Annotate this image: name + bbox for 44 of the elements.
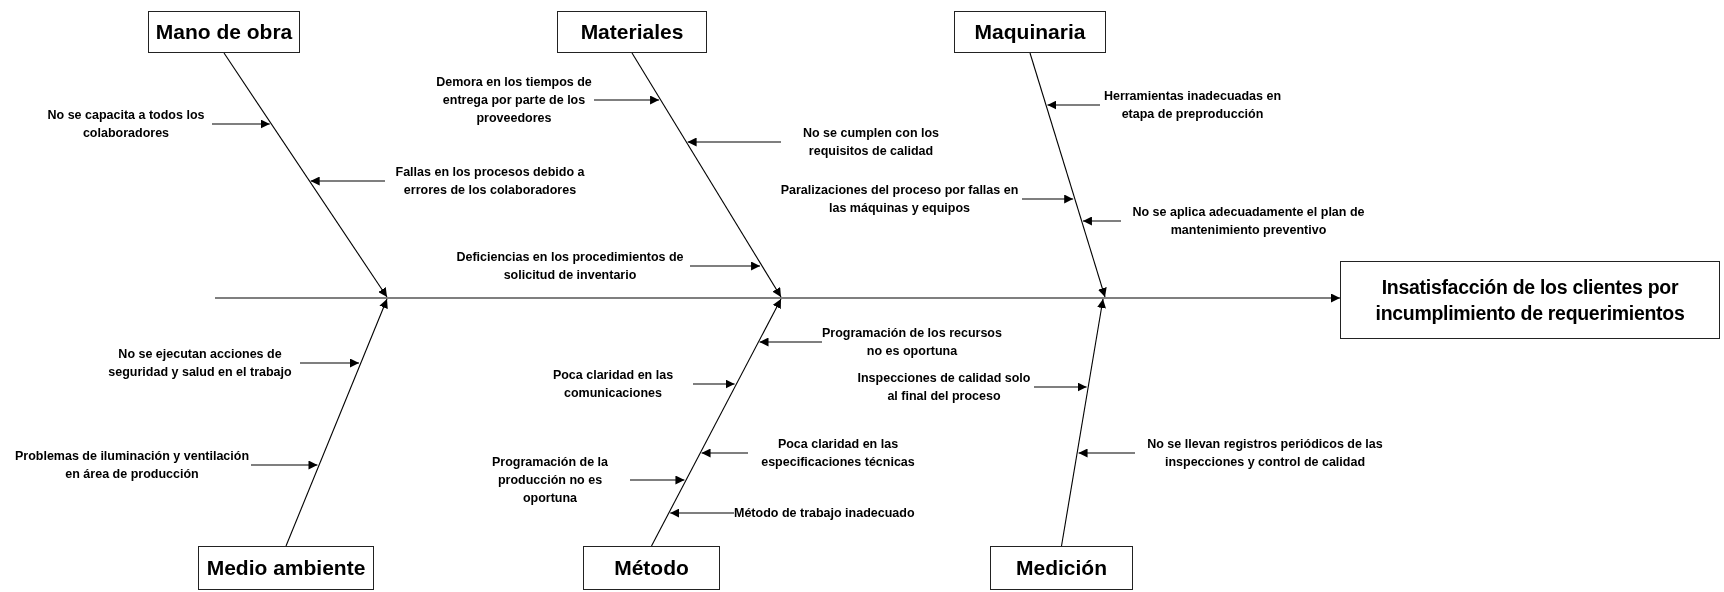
category-box: Medio ambiente bbox=[198, 546, 374, 590]
arrow bbox=[1082, 216, 1122, 226]
arrow bbox=[758, 337, 823, 347]
cause-text: Método de trabajo inadecuado bbox=[734, 503, 915, 523]
arrow bbox=[310, 176, 386, 186]
cause-text: Paralizaciones del proceso por fallas en las máquinas y equipos bbox=[777, 180, 1022, 218]
arrow bbox=[299, 358, 360, 368]
cause-text: No se aplica adecuadamente el plan de mantenimiento preventivo bbox=[1121, 202, 1376, 240]
cause-text: No se llevan registros periódicos de las inspecciones y control de calidad bbox=[1135, 434, 1395, 472]
arrow bbox=[593, 95, 660, 105]
arrow bbox=[211, 119, 271, 129]
cause-text: Programación de los recursos no es oportuna bbox=[822, 323, 1002, 361]
arrow bbox=[250, 460, 319, 470]
cause-text: Programación de la producción no es oportuna bbox=[470, 452, 630, 508]
spine-arrow bbox=[214, 293, 1341, 303]
arrow bbox=[1033, 382, 1088, 392]
category-box: Método bbox=[583, 546, 720, 590]
cause-text: Poca claridad en las especificaciones técnicas bbox=[748, 434, 928, 472]
cause-text: Deficiencias en los procedimientos de solicitud de inventario bbox=[450, 247, 690, 285]
cause-text: Herramientas inadecuadas en etapa de preproducción bbox=[1100, 86, 1285, 124]
category-box: Medición bbox=[990, 546, 1133, 590]
bone-arrow bbox=[223, 52, 388, 298]
cause-text: Demora en los tiempos de entrega por parte de los proveedores bbox=[434, 72, 594, 128]
cause-text: Fallas en los procesos debido a errores de los colaboradores bbox=[385, 162, 595, 200]
bone-arrow bbox=[1060, 298, 1106, 547]
arrow bbox=[1021, 194, 1074, 204]
arrow bbox=[701, 448, 749, 458]
cause-text: No se cumplen con los requisitos de calidad bbox=[781, 123, 961, 161]
category-box: Maquinaria bbox=[954, 11, 1106, 53]
cause-text: Problemas de iluminación y ventilación en área de producción bbox=[13, 446, 251, 484]
category-box: Mano de obra bbox=[148, 11, 300, 53]
cause-text: Poca claridad en las comunicaciones bbox=[533, 365, 693, 403]
arrow bbox=[692, 379, 736, 389]
arrow bbox=[689, 261, 761, 271]
arrow bbox=[669, 508, 735, 518]
cause-text: No se ejecutan acciones de seguridad y salud en el trabajo bbox=[100, 344, 300, 382]
cause-text: No se capacita a todos los colaboradores bbox=[40, 105, 212, 143]
effect-box: Insatisfacción de los clientes por incumplimiento de requerimientos bbox=[1340, 261, 1720, 339]
arrow bbox=[629, 475, 685, 485]
arrow bbox=[687, 137, 782, 147]
arrow bbox=[1078, 448, 1136, 458]
category-box: Materiales bbox=[557, 11, 707, 53]
cause-text: Inspecciones de calidad solo al final del proceso bbox=[854, 368, 1034, 406]
arrow bbox=[1046, 100, 1101, 110]
